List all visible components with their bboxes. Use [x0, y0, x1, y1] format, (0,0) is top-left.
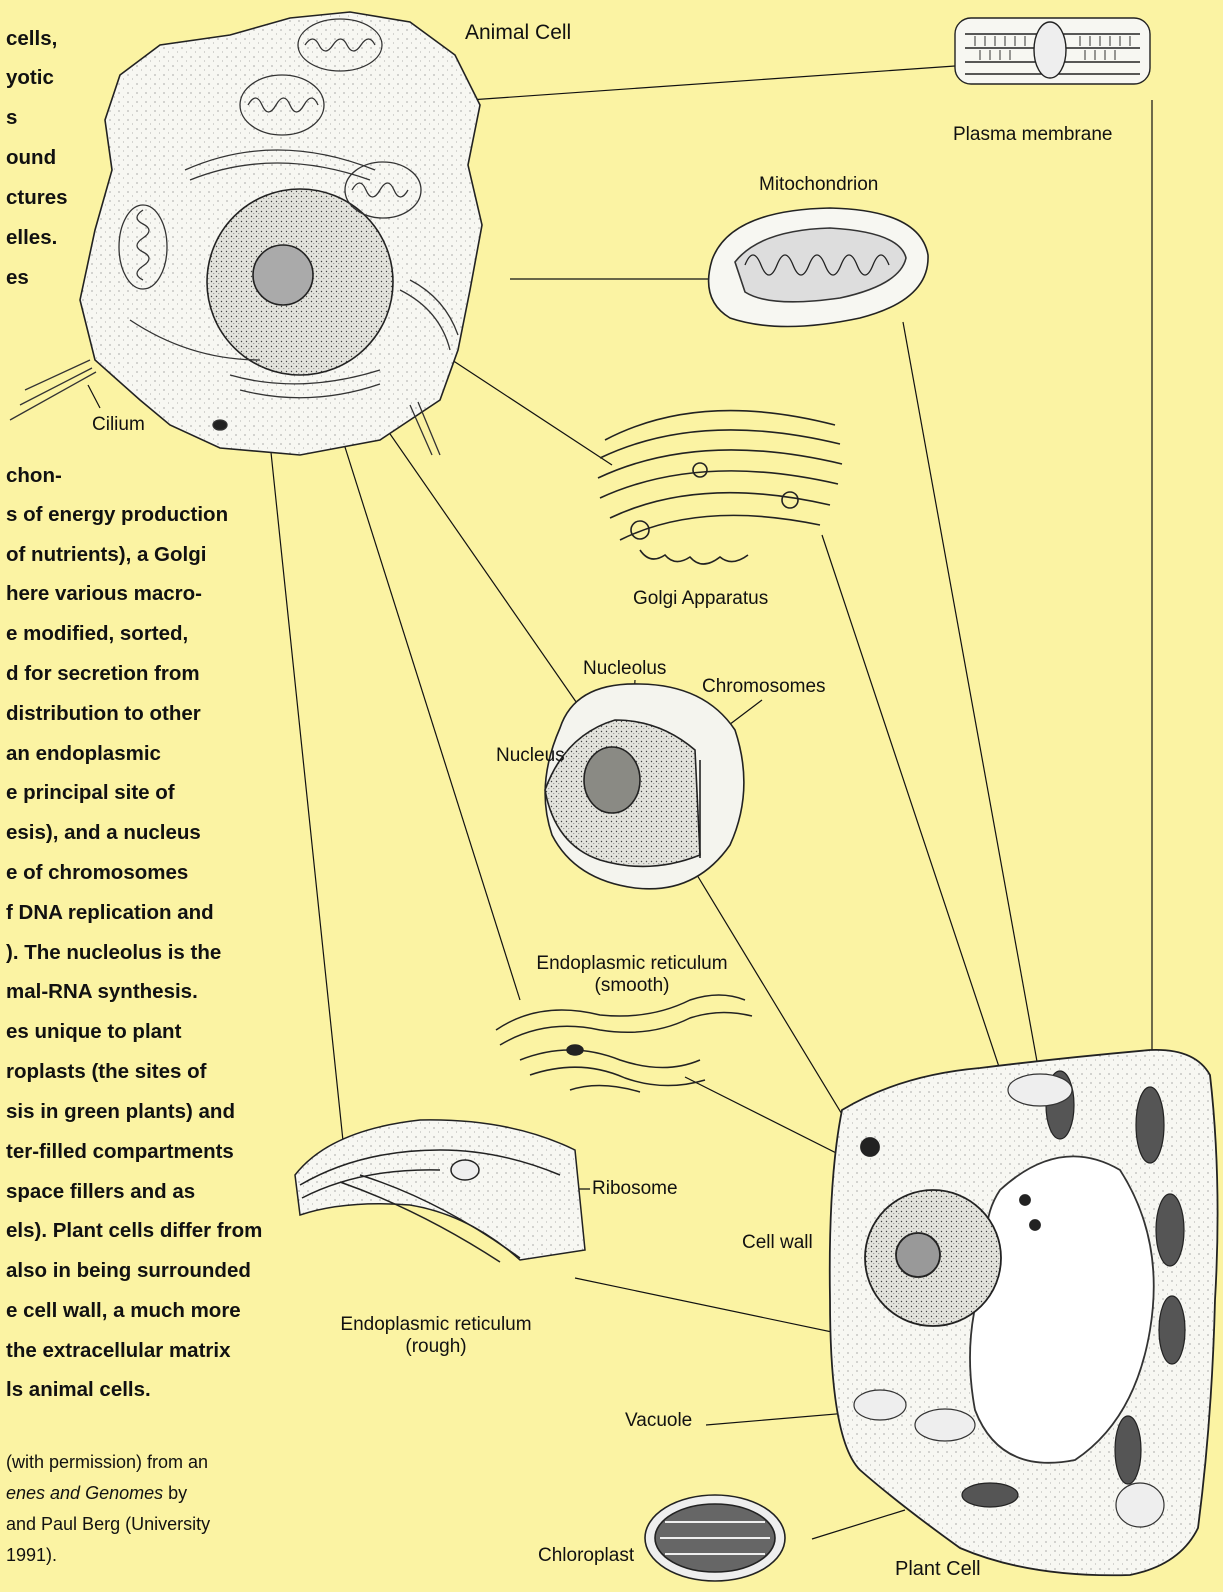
chloroplast-label: Chloroplast — [538, 1545, 634, 1567]
credit-line: and Paul Berg (University — [6, 1514, 210, 1535]
golgi-label: Golgi Apparatus — [633, 588, 768, 610]
credit-line: 1991). — [6, 1545, 57, 1566]
chromosomes-label: Chromosomes — [702, 676, 826, 698]
nucleolus-label: Nucleolus — [583, 658, 666, 680]
cell-wall-label: Cell wall — [742, 1232, 813, 1254]
credit-line: (with permission) from an — [6, 1452, 208, 1473]
plasma-membrane-drawing — [955, 18, 1150, 84]
mitochondrion-drawing — [709, 208, 928, 327]
er-rough-label: Endoplasmic reticulum (rough) — [326, 1314, 546, 1358]
golgi-drawing — [598, 411, 842, 564]
chloroplast-drawing — [645, 1495, 785, 1581]
nucleus-drawing — [545, 684, 744, 889]
vacuole-label: Vacuole — [625, 1410, 692, 1432]
mitochondrion-label: Mitochondrion — [759, 174, 878, 196]
er-smooth-label: Endoplasmic reticulum (smooth) — [522, 953, 742, 997]
er-smooth-label-line2: (smooth) — [522, 975, 742, 997]
er-smooth-drawing — [496, 995, 752, 1092]
ribosome-label: Ribosome — [592, 1178, 678, 1200]
nucleus-label: Nucleus — [496, 745, 565, 767]
plasma-membrane-label: Plasma membrane — [953, 124, 1112, 146]
animal-cell-label: Animal Cell — [465, 21, 571, 45]
er-rough-label-line2: (rough) — [326, 1336, 546, 1358]
er-rough-drawing — [295, 1120, 585, 1262]
credit-line: enes and Genomes by — [6, 1483, 187, 1504]
plant-cell-drawing — [830, 1050, 1218, 1575]
credit-text: (with permission) from an enes and Genom… — [0, 0, 320, 1560]
er-smooth-label-line1: Endoplasmic reticulum — [522, 953, 742, 975]
plant-cell-label: Plant Cell — [895, 1558, 981, 1581]
credit-by: by — [163, 1483, 187, 1503]
credit-book-title: enes and Genomes — [6, 1483, 163, 1503]
er-rough-label-line1: Endoplasmic reticulum — [326, 1314, 546, 1336]
